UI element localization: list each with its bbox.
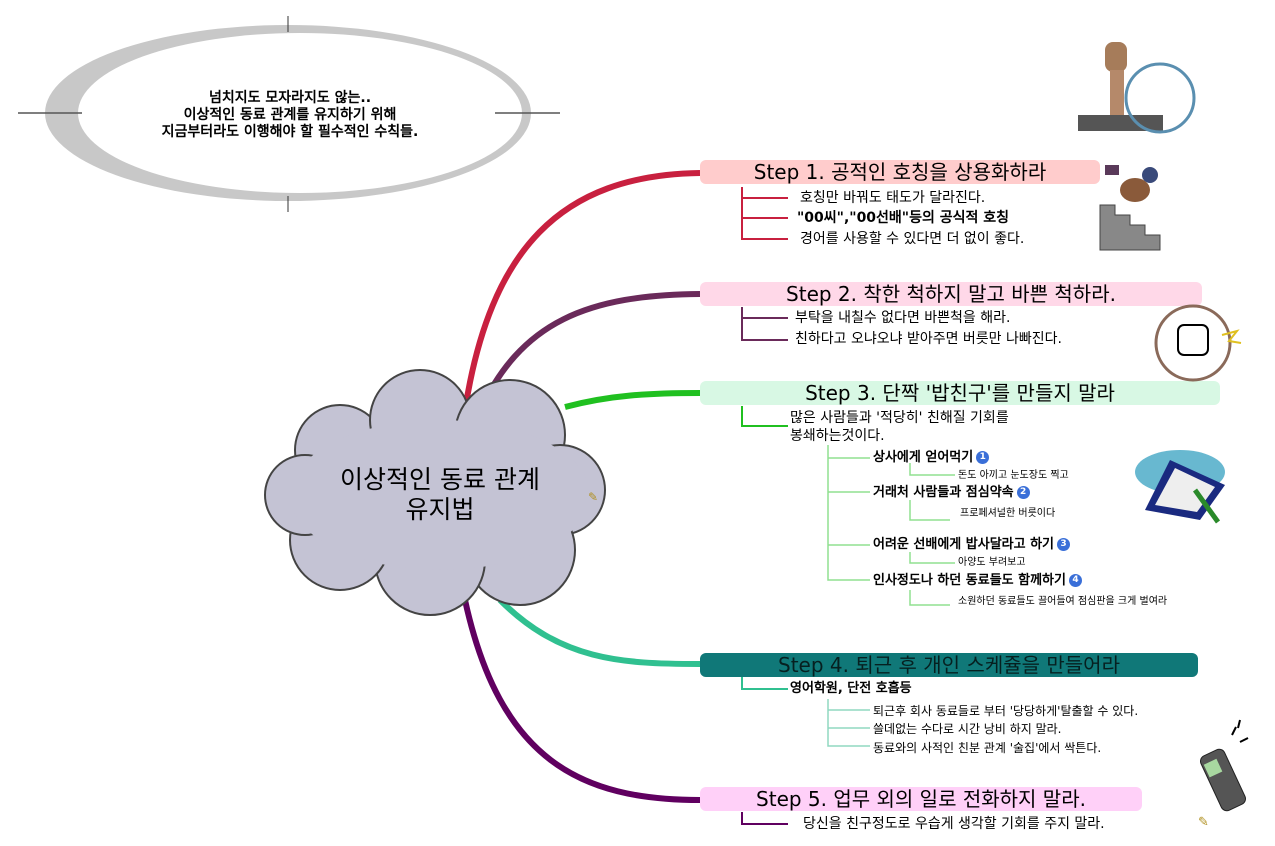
step-1-item[interactable]: "00씨","00선배"등의 공식적 호칭 — [797, 210, 1010, 226]
branch-step-5 — [462, 599, 701, 803]
step-3-note[interactable]: 아양도 부려보고 — [958, 557, 1026, 568]
step-3-note[interactable]: 소원하던 동료들도 끌어들여 점심판을 크게 벌여라 — [958, 596, 1168, 607]
step-2-item[interactable]: 친하다고 오냐오냐 받아주면 버릇만 나빠진다. — [795, 331, 1062, 347]
step-4-sub[interactable]: 동료와의 사적인 친분 관계 '술집'에서 싹튼다. — [873, 741, 1102, 755]
step-4-sub[interactable]: 퇴근후 회사 동료들로 부터 '당당하게'탈출할 수 있다. — [873, 704, 1139, 718]
priority-2-icon: 2 — [1016, 486, 1030, 499]
step-4-sub[interactable]: 쓸데없는 수다로 시간 낭비 하지 말라. — [873, 722, 1062, 736]
step-5-topic[interactable]: Step 5. 업무 외의 일로 전화하지 말라. — [700, 787, 1142, 811]
branch-step-4 — [497, 597, 701, 667]
branch-step-1 — [462, 170, 701, 411]
intro-line: 지금부터라도 이행해야 할 필수적인 수칙들. — [161, 124, 419, 140]
step-1-topic[interactable]: Step 1. 공적인 호칭을 상용화하라 — [700, 160, 1100, 184]
step-3-item[interactable]: 많은 사람들과 '적당히' 친해질 기회를 — [790, 410, 1009, 426]
sub-label: 어려운 선배에게 밥사달라고 하기 — [873, 537, 1055, 552]
step-2-topic[interactable]: Step 2. 착한 척하지 말고 바쁜 척하라. — [700, 282, 1202, 306]
step-2-item[interactable]: 부탁을 내칠수 없다면 바쁜척을 해라. — [795, 310, 1011, 326]
note-icon: ✎ — [588, 490, 599, 504]
central-topic: 이상적인 동료 관계 유지법 — [290, 465, 590, 525]
step-5-item[interactable]: 당신을 친구정도로 우습게 생각할 기회를 주지 말라. — [803, 816, 1105, 832]
step-4-topic[interactable]: Step 4. 퇴근 후 개인 스케쥴을 만들어라 — [700, 653, 1198, 677]
step-1-item[interactable]: 경어를 사용할 수 있다면 더 없이 좋다. — [800, 231, 1025, 247]
step-4-item[interactable]: 영어학원, 단전 호흡등 — [790, 681, 912, 696]
central-topic-line: 유지법 — [405, 495, 475, 524]
intro-line: 이상적인 동료 관계를 유지하기 위해 — [183, 107, 397, 123]
step-1-item[interactable]: 호칭만 바꿔도 태도가 달라진다. — [800, 190, 986, 206]
sub-label: 인사정도나 하던 동료들도 함께하기 — [873, 573, 1066, 588]
step-3-note[interactable]: 프로페셔널한 버릇이다 — [960, 508, 1056, 519]
priority-3-icon: 3 — [1057, 538, 1071, 551]
sub-label: 상사에게 얻어먹기 — [873, 450, 974, 465]
step-3-note[interactable]: 돈도 아끼고 눈도장도 찍고 — [958, 470, 1069, 481]
intro-line: 넘치지도 모자라지도 않는.. — [208, 90, 372, 106]
central-topic-line: 이상적인 동료 관계 — [340, 465, 540, 494]
sub-label: 거래처 사람들과 점심약속 — [873, 485, 1014, 500]
note-icon: ✎ — [1198, 815, 1209, 830]
step-3-topic[interactable]: Step 3. 단짝 '밥친구'를 만들지 말라 — [700, 381, 1220, 405]
intro-text: 넘치지도 모자라지도 않는.. 이상적인 동료 관계를 유지하기 위해 지금부터… — [100, 90, 480, 141]
branch-step-3 — [564, 390, 701, 410]
priority-4-icon: 4 — [1068, 574, 1082, 587]
step-3-item[interactable]: 봉쇄하는것이다. — [790, 428, 885, 444]
intro-ellipse — [78, 33, 522, 193]
priority-1-icon: 1 — [976, 451, 990, 464]
